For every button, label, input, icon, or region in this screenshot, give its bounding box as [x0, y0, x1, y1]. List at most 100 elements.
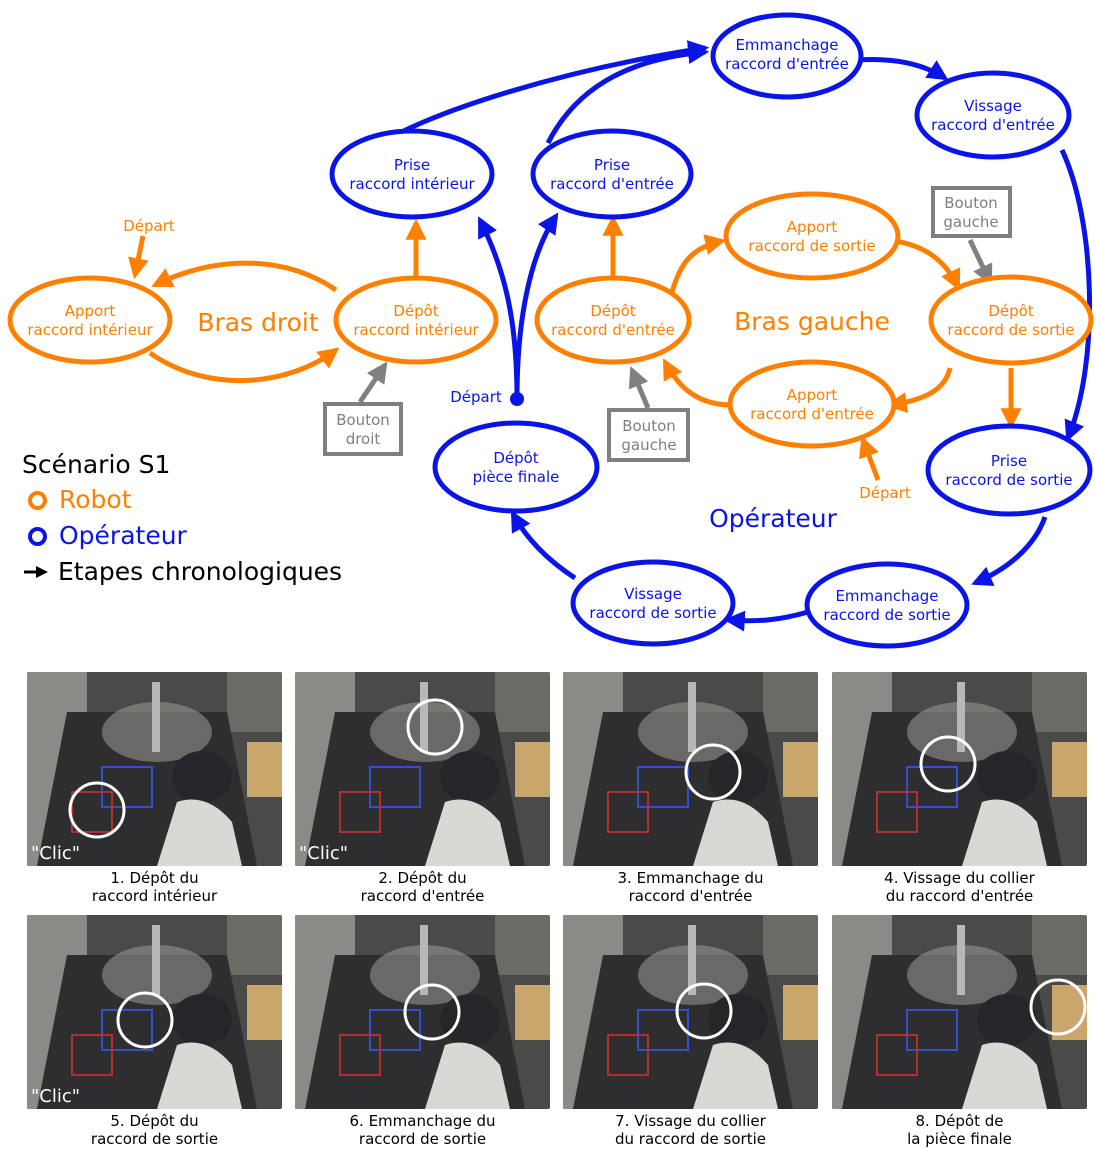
operator-depart-dot	[510, 392, 524, 406]
photo-image: "Clic"	[295, 672, 550, 866]
caption-line: 1. Dépôt du	[110, 869, 199, 887]
legend-steps: Etapes chronologiques	[22, 554, 342, 590]
edge-prise-entree-to-emm-entree	[545, 43, 710, 145]
photo-image	[832, 672, 1087, 866]
edge-bouton-droit	[357, 361, 388, 404]
node-depot-entree: Dépôt raccord d'entrée	[534, 275, 692, 365]
photo-image	[563, 672, 818, 866]
svg-text:Dépôt: Dépôt	[493, 449, 538, 467]
caption-line: raccord intérieur	[91, 887, 218, 905]
node-apport-int: Apport raccord intérieur	[7, 275, 173, 365]
caption-line: raccord d'entrée	[360, 887, 485, 905]
node-prise-int: Prise raccord intérieur	[329, 128, 495, 220]
legend-robot: Robot	[22, 482, 342, 518]
caption-line: la pièce finale	[907, 1130, 1012, 1148]
svg-text:Apport: Apport	[787, 218, 838, 236]
node-emm-entree: Emmanchage raccord d'entrée	[710, 12, 864, 100]
edge-apport-int-to-depot-int	[148, 347, 340, 384]
edge-bouton-gauche-1	[628, 366, 651, 409]
svg-text:Vissage: Vissage	[624, 585, 682, 603]
svg-text:raccord de sortie: raccord de sortie	[945, 471, 1072, 489]
photo-image	[295, 915, 550, 1109]
svg-text:raccord intérieur: raccord intérieur	[349, 175, 475, 193]
legend-title: Scénario S1	[22, 450, 171, 479]
legend-operator: Opérateur	[22, 518, 342, 554]
clic-label: "Clic"	[31, 843, 81, 864]
svg-text:Bouton: Bouton	[944, 194, 998, 212]
depart-operateur: Départ	[450, 388, 502, 406]
svg-text:Vissage: Vissage	[964, 97, 1022, 115]
node-apport-sortie: Apport raccord de sortie	[723, 191, 901, 281]
svg-text:gauche: gauche	[943, 213, 998, 231]
caption-line: 3. Emmanchage du	[617, 869, 764, 887]
edge-depart-to-prise-entree	[514, 212, 559, 399]
svg-text:Dépôt: Dépôt	[590, 302, 635, 320]
legend-operator-label: Opérateur	[59, 521, 187, 550]
svg-text:raccord intérieur: raccord intérieur	[353, 321, 479, 339]
caption-line: du raccord d'entrée	[885, 887, 1034, 905]
edge-depot-int-to-apport-int	[151, 260, 338, 293]
edge-emm-entree-to-viss-entree	[857, 57, 949, 81]
legend-robot-label: Robot	[59, 485, 132, 514]
svg-text:Dépôt: Dépôt	[393, 302, 438, 320]
node-depot-int: Dépôt raccord intérieur	[333, 275, 499, 365]
svg-text:Prise: Prise	[991, 452, 1027, 470]
label-bras-droit: Bras droit	[197, 308, 319, 337]
svg-text:raccord de sortie: raccord de sortie	[589, 604, 716, 622]
caption-line: 8. Dépôt de	[915, 1112, 1004, 1130]
svg-text:raccord d'entrée: raccord d'entrée	[550, 175, 674, 193]
edge-prise-sortie-to-emm-sortie	[971, 516, 1048, 587]
svg-text:raccord de sortie: raccord de sortie	[748, 237, 875, 255]
svg-text:Prise: Prise	[594, 156, 630, 174]
node-apport-entree: Apport raccord d'entrée	[727, 359, 897, 449]
bouton-droit-box: Bouton droit	[323, 402, 403, 456]
caption-line: raccord de sortie	[90, 1130, 219, 1148]
caption-line: raccord de sortie	[358, 1130, 487, 1148]
svg-text:Bouton: Bouton	[336, 411, 390, 429]
svg-text:raccord d'entrée: raccord d'entrée	[750, 405, 874, 423]
node-depot-sortie: Dépôt raccord de sortie	[928, 274, 1094, 366]
caption-line: 5. Dépôt du	[110, 1112, 199, 1130]
caption-line: raccord d'entrée	[628, 887, 753, 905]
edge-apport-sortie-to-depot-sortie	[894, 238, 961, 291]
depart-bras-droit: Départ	[123, 217, 175, 235]
svg-text:raccord d'entrée: raccord d'entrée	[931, 116, 1055, 134]
node-prise-sortie: Prise raccord de sortie	[925, 423, 1093, 517]
photo-image	[563, 915, 818, 1109]
svg-text:raccord d'entrée: raccord d'entrée	[551, 321, 675, 339]
operator-marker-icon	[28, 526, 47, 546]
button-edges	[357, 238, 993, 409]
svg-text:Prise: Prise	[394, 156, 430, 174]
photo-image: "Clic"	[27, 915, 282, 1109]
node-depot-finale: Dépôt pièce finale	[432, 420, 600, 514]
svg-text:droit: droit	[346, 430, 381, 448]
edge-bouton-gauche-2	[967, 238, 993, 286]
legend-steps-label: Etapes chronologiques	[58, 557, 343, 586]
svg-text:raccord de sortie: raccord de sortie	[947, 321, 1074, 339]
svg-text:raccord intérieur: raccord intérieur	[27, 321, 153, 339]
node-viss-entree: Vissage raccord d'entrée	[914, 70, 1072, 160]
bouton-gauche-box-2: Bouton gauche	[931, 186, 1012, 238]
svg-text:raccord de sortie: raccord de sortie	[823, 606, 950, 624]
svg-text:Apport: Apport	[787, 386, 838, 404]
photo-image: "Clic"	[27, 672, 282, 866]
edge-depart-to-apport-int	[128, 235, 149, 280]
bouton-gauche-box-1: Bouton gauche	[607, 408, 690, 462]
robot-marker-icon	[28, 490, 47, 510]
svg-text:gauche: gauche	[621, 436, 676, 454]
caption-line: 4. Vissage du collier	[884, 869, 1035, 887]
edge-depot-sortie-to-apport-entree	[885, 367, 953, 414]
svg-text:raccord d'entrée: raccord d'entrée	[725, 55, 849, 73]
label-operateur: Opérateur	[709, 504, 838, 533]
caption-line: du raccord de sortie	[615, 1130, 766, 1148]
edge-emm-sortie-to-viss-sortie	[723, 609, 809, 632]
robot-edges	[128, 214, 1022, 481]
